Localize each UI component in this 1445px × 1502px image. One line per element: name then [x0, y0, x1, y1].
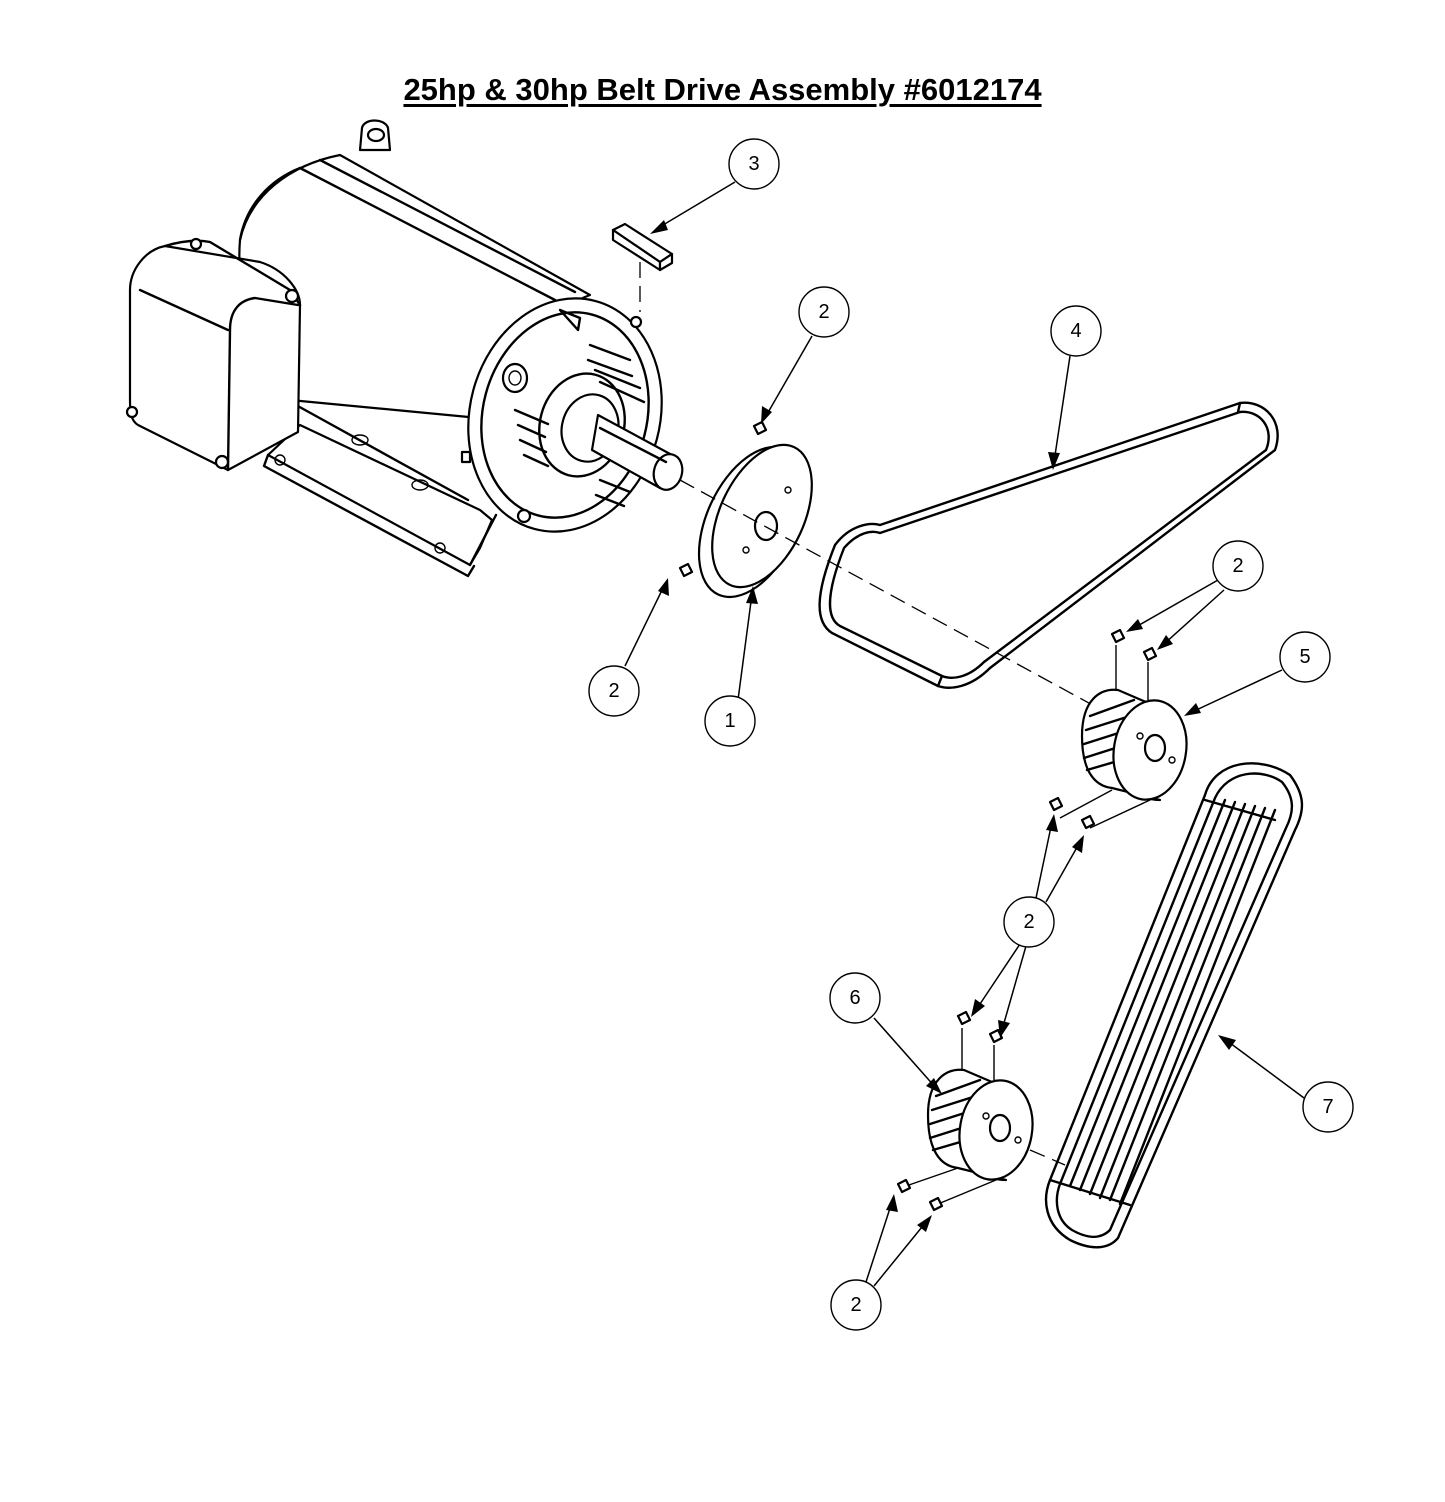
motor-icon [125, 119, 684, 578]
svg-text:7: 7 [1322, 1096, 1333, 1118]
lifting-eye-icon [358, 119, 392, 152]
single-v-belt-icon [818, 401, 1279, 689]
svg-text:3: 3 [748, 153, 759, 175]
svg-text:2: 2 [1023, 911, 1034, 933]
callout-2-right: 2 [1212, 540, 1264, 592]
page-title: 25hp & 30hp Belt Drive Assembly #6012174 [403, 72, 1042, 107]
multi-v-belt-icon [1044, 762, 1304, 1249]
callout-5: 5 [1279, 631, 1331, 683]
svg-text:2: 2 [608, 680, 619, 702]
multi-groove-sheave-icon [926, 1068, 1034, 1182]
callout-2-middle: 2 [1003, 896, 1055, 948]
set-screw-icon [678, 420, 768, 578]
terminal-box-icon [125, 237, 302, 472]
svg-text:1: 1 [724, 710, 735, 732]
svg-text:6: 6 [849, 987, 860, 1009]
callout-7: 7 [1302, 1081, 1354, 1133]
svg-text:2: 2 [850, 1294, 861, 1316]
motor-end-bell-icon [460, 297, 663, 533]
callout-2-left: 2 [588, 665, 640, 717]
motor-shaft-icon [590, 413, 684, 491]
callout-4: 4 [1050, 305, 1102, 357]
callout-3: 3 [728, 138, 780, 190]
svg-text:5: 5 [1299, 646, 1310, 668]
svg-text:4: 4 [1070, 320, 1081, 342]
key-icon [611, 222, 674, 272]
callout-6: 6 [829, 972, 881, 1024]
callout-1: 1 [704, 695, 756, 747]
set-screw-icon [896, 1010, 1004, 1212]
motor-sheave-icon [697, 443, 813, 599]
callout-leaders [624, 181, 1305, 1287]
svg-text:2: 2 [1232, 555, 1243, 577]
callout-2-upper: 2 [798, 286, 850, 338]
set-screw-icon [1048, 628, 1158, 830]
svg-text:2: 2 [818, 301, 829, 323]
multi-groove-sheave-icon [1080, 688, 1188, 802]
callout-2-bottom: 2 [830, 1279, 882, 1331]
